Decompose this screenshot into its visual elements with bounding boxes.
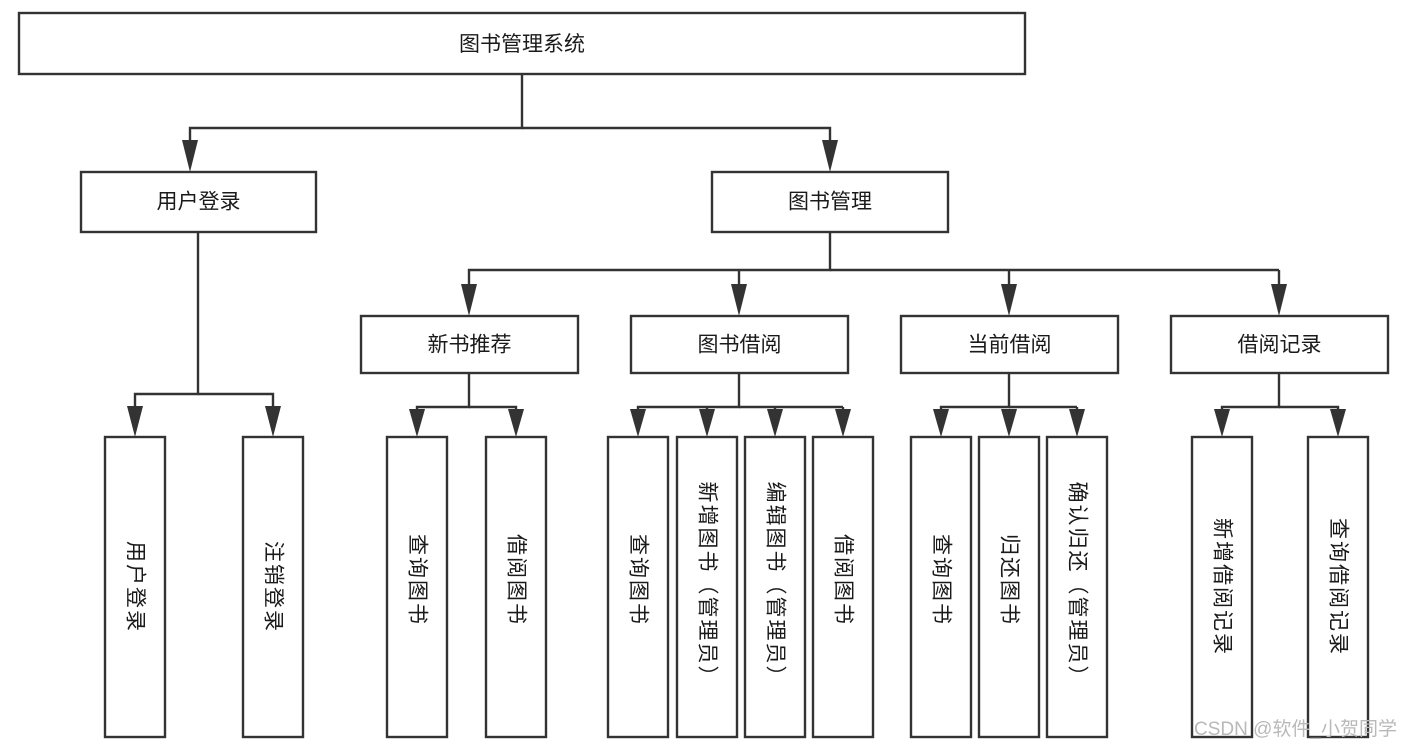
arrow-head-icon xyxy=(822,140,838,172)
node-current-borrow-box[interactable] xyxy=(899,314,1120,375)
node-current-borrow-label: 当前借阅 xyxy=(968,334,1052,357)
arrow-head-icon xyxy=(1001,409,1017,437)
node-current-borrow[interactable]: 当前借阅 xyxy=(899,314,1120,375)
node-leaf-edit-book-box[interactable] xyxy=(743,435,807,739)
node-leaf-add-record[interactable]: 新增借阅记录 xyxy=(1190,435,1254,739)
node-leaf-user-login-box[interactable] xyxy=(103,435,167,739)
node-leaf-edit-book[interactable]: 编辑图书（管理员） xyxy=(743,435,807,739)
node-user-login[interactable]: 用户登录 xyxy=(79,170,318,234)
node-leaf-query-book-1-label: 查询图书 xyxy=(406,534,429,626)
node-leaf-query-book-2[interactable]: 查询图书 xyxy=(606,435,670,739)
node-leaf-logout-login[interactable]: 注销登录 xyxy=(241,435,305,739)
connector-current-borrow-to-leaves xyxy=(933,373,1085,437)
node-root-label: 图书管理系统 xyxy=(459,33,585,56)
node-leaf-query-book-3-label: 查询图书 xyxy=(930,534,953,626)
node-book-borrow-label: 图书借阅 xyxy=(698,334,782,357)
arrow-head-icon xyxy=(409,409,425,437)
node-book-management-label: 图书管理 xyxy=(788,191,872,214)
arrow-head-icon xyxy=(630,409,646,437)
arrow-head-icon xyxy=(508,409,524,437)
node-leaf-logout-login-label: 注销登录 xyxy=(262,541,285,633)
node-book-borrow-box[interactable] xyxy=(629,314,850,375)
arrow-head-icon xyxy=(1069,409,1085,437)
node-book-management[interactable]: 图书管理 xyxy=(710,170,950,234)
node-user-login-box[interactable] xyxy=(79,170,318,234)
arrow-head-icon xyxy=(127,406,143,437)
arrow-head-icon xyxy=(1214,409,1230,437)
node-leaf-return-book[interactable]: 归还图书 xyxy=(977,435,1041,739)
arrow-head-icon xyxy=(767,409,783,437)
arrow-head-icon xyxy=(699,409,715,437)
node-book-borrow[interactable]: 图书借阅 xyxy=(629,314,850,375)
arrow-head-icon xyxy=(1001,284,1017,316)
node-leaf-query-book-2-box[interactable] xyxy=(606,435,670,739)
node-leaf-edit-book-label: 编辑图书（管理员） xyxy=(764,482,787,689)
node-leaf-query-record[interactable]: 查询借阅记录 xyxy=(1306,435,1370,739)
node-leaf-query-book-3[interactable]: 查询图书 xyxy=(909,435,973,739)
node-leaf-add-record-box[interactable] xyxy=(1190,435,1254,739)
node-leaf-user-login-label: 用户登录 xyxy=(124,541,147,633)
node-leaf-query-book-2-label: 查询图书 xyxy=(627,534,650,626)
node-leaf-query-record-box[interactable] xyxy=(1306,435,1370,739)
node-leaf-borrow-book-2[interactable]: 借阅图书 xyxy=(811,435,875,739)
arrow-head-icon xyxy=(265,406,281,437)
node-borrow-record-label: 借阅记录 xyxy=(1238,334,1322,357)
node-leaf-borrow-book-1-label: 借阅图书 xyxy=(505,534,528,626)
connector-book-borrow-to-leaves xyxy=(630,373,851,437)
arrow-head-icon xyxy=(461,284,477,316)
node-leaf-borrow-book-1[interactable]: 借阅图书 xyxy=(484,435,548,739)
node-leaf-add-book-label: 新增图书（管理员） xyxy=(696,482,719,689)
node-root[interactable]: 图书管理系统 xyxy=(17,11,1027,76)
node-leaf-confirm-return-box[interactable] xyxy=(1045,435,1109,739)
node-user-login-label: 用户登录 xyxy=(157,191,241,214)
node-new-book-recommend[interactable]: 新书推荐 xyxy=(359,314,580,375)
connector-root-to-level2 xyxy=(182,74,838,172)
node-leaf-add-book[interactable]: 新增图书（管理员） xyxy=(675,435,739,739)
node-leaf-return-book-box[interactable] xyxy=(977,435,1041,739)
node-leaf-return-book-label: 归还图书 xyxy=(998,534,1021,626)
node-book-management-box[interactable] xyxy=(710,170,950,234)
node-leaf-borrow-book-1-box[interactable] xyxy=(484,435,548,739)
node-leaf-query-record-label: 查询借阅记录 xyxy=(1327,518,1350,656)
node-leaf-query-book-3-box[interactable] xyxy=(909,435,973,739)
node-leaf-borrow-book-2-label: 借阅图书 xyxy=(832,534,855,626)
node-leaf-query-book-1[interactable]: 查询图书 xyxy=(385,435,449,739)
arrow-head-icon xyxy=(933,409,949,437)
node-leaf-add-record-label: 新增借阅记录 xyxy=(1211,518,1234,656)
node-new-book-recommend-box[interactable] xyxy=(359,314,580,375)
arrow-head-icon xyxy=(731,284,747,316)
node-leaf-query-book-1-box[interactable] xyxy=(385,435,449,739)
node-leaf-user-login[interactable]: 用户登录 xyxy=(103,435,167,739)
arrow-head-icon xyxy=(182,140,198,172)
arrow-head-icon xyxy=(835,409,851,437)
csdn-watermark: CSDN @软件_小贺同学 xyxy=(1194,719,1397,740)
arrow-head-icon xyxy=(1271,284,1287,316)
node-leaf-add-book-box[interactable] xyxy=(675,435,739,739)
connector-borrow-record-to-leaves xyxy=(1214,373,1346,437)
node-root-box[interactable] xyxy=(17,11,1027,76)
connector-new-book-recommend-to-leaves xyxy=(409,373,524,437)
node-new-book-recommend-label: 新书推荐 xyxy=(428,334,512,357)
arrow-head-icon xyxy=(1330,409,1346,437)
node-leaf-confirm-return-label: 确认归还（管理员） xyxy=(1066,482,1089,689)
connector-user-login-to-leaves xyxy=(127,232,281,437)
node-leaf-borrow-book-2-box[interactable] xyxy=(811,435,875,739)
node-borrow-record-box[interactable] xyxy=(1169,314,1390,375)
node-borrow-record[interactable]: 借阅记录 xyxy=(1169,314,1390,375)
node-leaf-logout-login-box[interactable] xyxy=(241,435,305,739)
connector-book-management-to-level3 xyxy=(461,232,1287,316)
node-leaf-confirm-return[interactable]: 确认归还（管理员） xyxy=(1045,435,1109,739)
